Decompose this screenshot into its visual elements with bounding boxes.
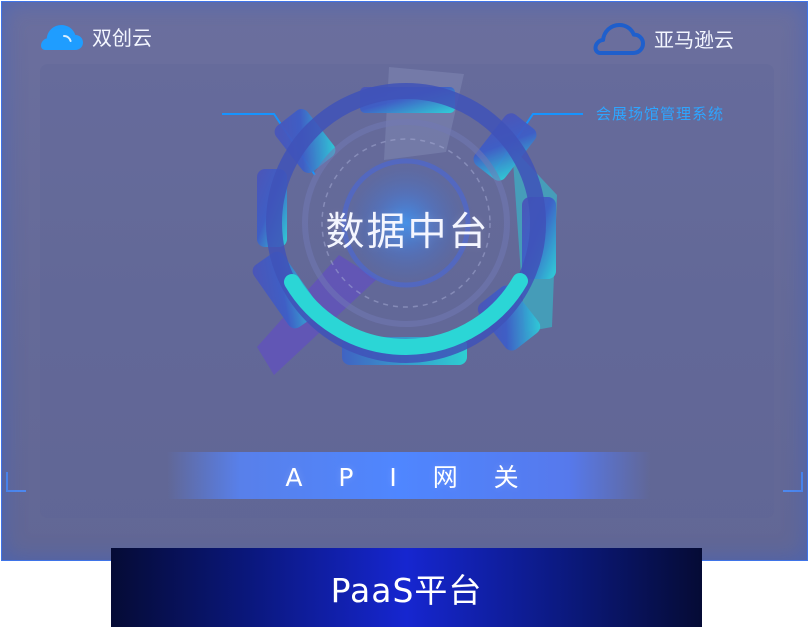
top-beam — [384, 67, 464, 160]
bottom-left-corner-accent — [6, 472, 26, 492]
left-cloud-text: 双创云 — [92, 26, 152, 50]
left-cloud-label: 双创云 — [40, 23, 152, 53]
system-label: 会展场馆管理系统 — [596, 105, 725, 123]
platform-panel: 双创云 亚马逊云 会展场馆管理系统 — [1, 1, 808, 561]
outer-ring — [266, 83, 546, 363]
cloud-filled-icon — [40, 23, 84, 53]
center-title: 数据中台 — [325, 210, 490, 255]
middle-ring — [302, 119, 510, 327]
teal-arc — [284, 273, 528, 355]
data-middle-platform-graphic — [222, 67, 583, 375]
paas-platform-bar: PaaS平台 — [111, 548, 702, 627]
bottom-right-corner-accent — [783, 472, 803, 492]
inner-glow-core — [338, 155, 474, 291]
cloud-outline-icon — [590, 23, 646, 57]
inner-ring — [341, 158, 471, 288]
dashed-ring — [321, 138, 491, 308]
api-gateway-bar: A P I 网 关 — [167, 452, 651, 499]
right-cloud-label: 亚马逊云 — [590, 23, 734, 57]
right-cloud-text: 亚马逊云 — [654, 28, 734, 52]
